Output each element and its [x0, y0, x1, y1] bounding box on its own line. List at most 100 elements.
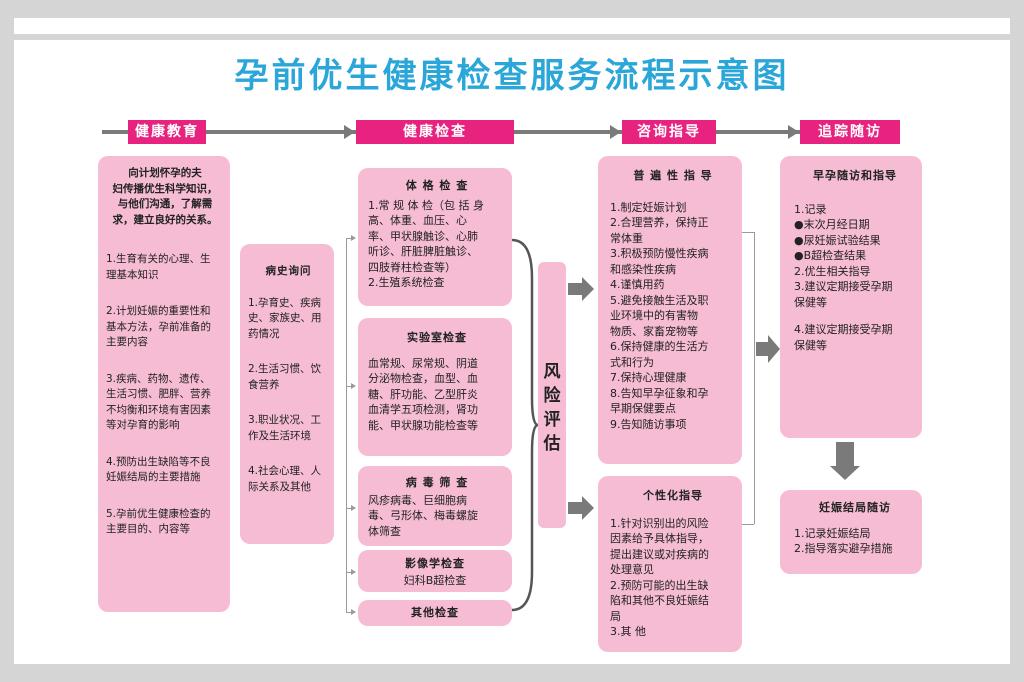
- connector-vertical: [346, 238, 347, 612]
- personal-guidance-title: 个性化指导: [643, 489, 703, 502]
- history-line: 2.生活习惯、饮: [248, 363, 322, 375]
- guidance-line: 业环境中的有害物: [610, 309, 698, 322]
- guidance-line: 2.合理营养，保持正: [610, 216, 709, 229]
- item-line: 妊娠结局的主要措施: [106, 471, 201, 483]
- general-guidance-title: 普 遍 性 指 导: [633, 169, 713, 182]
- intro-line: 向计划怀孕的夫: [128, 167, 202, 179]
- header-education: 健康教育: [128, 120, 206, 144]
- connector-arrow: [351, 235, 356, 241]
- physical-exam-title: 体 格 检 查: [405, 179, 469, 192]
- early-followup-title: 早孕随访和指导: [813, 169, 897, 182]
- exam-line: 风疹病毒、巨细胞病: [368, 493, 467, 507]
- connector-arrow: [351, 569, 356, 575]
- connector-arrow: [351, 383, 356, 389]
- guidance-line: 1.针对识别出的风险: [610, 516, 709, 530]
- history-line: 食营养: [248, 378, 280, 391]
- guidance-line: 提出建议或对疾病的: [610, 547, 709, 561]
- outcome-followup-box: 妊娠结局随访 1.记录妊娠结局 2.指导落实避孕措施: [780, 490, 922, 574]
- history-box: 病史询问 1.孕育史、疾病 史、家族史、用 药情况 2.生活习惯、饮 食营养 3…: [240, 244, 334, 544]
- followup-line: 1.记录: [794, 202, 827, 216]
- top-strip: [14, 18, 1010, 34]
- education-item: 2.计划妊娠的重要性和 基本方法，孕前准备的 主要内容: [106, 304, 224, 351]
- followup-line: 2.指导落实避孕措施: [794, 542, 893, 555]
- history-line: 3.职业状况、工: [248, 414, 322, 426]
- history-line: 际关系及其他: [248, 480, 311, 493]
- item-line: 不均衡和环境有害因素: [106, 403, 211, 416]
- physical-exam-box: 体 格 检 查 1.常 规 体 检（包 括 身 高、体重、血压、心 率、甲状腺触…: [358, 168, 512, 306]
- outcome-followup-title: 妊娠结局随访: [819, 501, 891, 514]
- guidance-line: 式和行为: [610, 355, 654, 369]
- exam-line: 1.常 规 体 检（包 括 身: [368, 198, 484, 212]
- risk-assessment-box: 风险评估: [538, 262, 566, 528]
- guidance-line: 和感染性疾病: [610, 262, 676, 276]
- history-line: 4.社会心理、人: [248, 465, 322, 477]
- exam-line: 能、甲状腺功能检查等: [368, 418, 478, 432]
- other-exam-box: 其他检查: [358, 600, 512, 626]
- history-line: 作及生活环境: [248, 429, 311, 442]
- header-followup: 追踪随访: [800, 120, 900, 144]
- item-line: 1.生育有关的心理、生: [106, 253, 211, 265]
- connector: [346, 612, 354, 613]
- imaging-box: 影像学检查 妇科B超检查: [358, 550, 512, 592]
- item-line: 理基本知识: [106, 268, 159, 281]
- exam-line: 听诊、肝脏脾脏触诊、: [368, 245, 478, 258]
- exam-line: 糖、肝功能、乙型肝炎: [368, 387, 478, 401]
- history-title: 病史询问: [265, 265, 312, 277]
- connector: [742, 524, 754, 525]
- guidance-line: 因素给予具体指导，: [610, 532, 709, 545]
- item-line: 2.计划妊娠的重要性和: [106, 305, 211, 317]
- connector-arrow: [351, 609, 356, 615]
- followup-line: 1.记录妊娠结局: [794, 526, 871, 540]
- guidance-line: 常体重: [610, 231, 643, 245]
- item-line: 主要内容: [106, 336, 148, 348]
- followup-line: ●尿妊娠试验结果: [794, 233, 881, 247]
- exam-line: 率、甲状腺触诊、心肺: [368, 229, 478, 243]
- exam-line: 体筛查: [368, 524, 401, 538]
- intro-line: 妇传播优生科学知识，: [112, 182, 218, 195]
- guidance-line: 早期保健要点: [610, 402, 676, 415]
- page-title: 孕前优生健康检查服务流程示意图: [234, 56, 790, 96]
- early-followup-box: 早孕随访和指导 1.记录 ●末次月经日期 ●尿妊娠试验结果 ●B超检查结果 2.…: [780, 156, 922, 438]
- education-item: 1.生育有关的心理、生 理基本知识: [106, 252, 224, 283]
- item-line: 基本方法，孕前准备的: [106, 320, 211, 333]
- education-box: 向计划怀孕的夫 妇传播优生科学知识， 与他们沟通，了解需 求，建立良好的关系。 …: [98, 156, 230, 612]
- item-line: 4.预防出生缺陷等不良: [106, 455, 211, 468]
- guidance-line: 处理意见: [610, 563, 654, 576]
- imaging-line: 妇科B超检查: [403, 573, 467, 587]
- exam-line: 2.生殖系统检查: [368, 276, 445, 289]
- bracket-brace: [511, 238, 539, 612]
- lab-exam-box: 实验室检查 血常规、尿常规、阴道 分泌物检查，血型、血 糖、肝功能、乙型肝炎 血…: [358, 318, 512, 456]
- guidance-line: 5.避免接触生活及职: [610, 293, 709, 307]
- education-item: 5.孕前优生健康检查的 主要目的、内容等: [106, 507, 224, 538]
- guidance-line: 局: [610, 609, 621, 623]
- exam-line: 四肢脊柱检查等）: [368, 260, 456, 274]
- guidance-line: 3.其 他: [610, 625, 646, 638]
- connector: [346, 508, 354, 509]
- lab-exam-title: 实验室检查: [407, 331, 467, 344]
- header-consult: 咨询指导: [622, 120, 716, 144]
- flow-arrow-3: [788, 125, 799, 139]
- guidance-line: 物质、家畜宠物等: [610, 324, 698, 338]
- followup-line: 4.建议定期接受孕期: [794, 323, 893, 336]
- personal-guidance-box: 个性化指导 1.针对识别出的风险 因素给予具体指导， 提出建议或对疾病的 处理意…: [598, 476, 742, 652]
- connector-vertical: [754, 232, 755, 524]
- connector-arrow: [351, 505, 356, 511]
- flow-arrow-2: [610, 125, 621, 139]
- exam-line: 血常规、尿常规、阴道: [368, 356, 478, 370]
- followup-line: ●B超检查结果: [794, 249, 867, 262]
- education-intro: 向计划怀孕的夫 妇传播优生科学知识， 与他们沟通，了解需 求，建立良好的关系。: [106, 166, 224, 228]
- history-line: 史、家族史、用: [248, 312, 322, 324]
- item-line: 5.孕前优生健康检查的: [106, 507, 211, 520]
- history-line: 1.孕育史、疾病: [248, 296, 322, 309]
- guidance-line: 3.积极预防慢性疾病: [610, 247, 709, 260]
- guidance-line: 7.保持心理健康: [610, 371, 687, 384]
- followup-line: 保健等: [794, 338, 827, 352]
- virus-screen-box: 病 毒 筛 查 风疹病毒、巨细胞病 毒、弓形体、梅毒螺旋 体筛查: [358, 466, 512, 546]
- guidance-line: 9.告知随访事项: [610, 417, 687, 431]
- followup-line: 3.建议定期接受孕期: [794, 280, 893, 293]
- connector: [742, 232, 754, 233]
- education-item: 3.疾病、药物、遗传、 生活习惯、肥胖、营养 不均衡和环境有害因素 等对孕育的影…: [106, 372, 224, 434]
- guidance-line: 4.谨慎用药: [610, 278, 665, 291]
- education-item: 4.预防出生缺陷等不良 妊娠结局的主要措施: [106, 455, 224, 486]
- item-line: 3.疾病、药物、遗传、: [106, 372, 211, 385]
